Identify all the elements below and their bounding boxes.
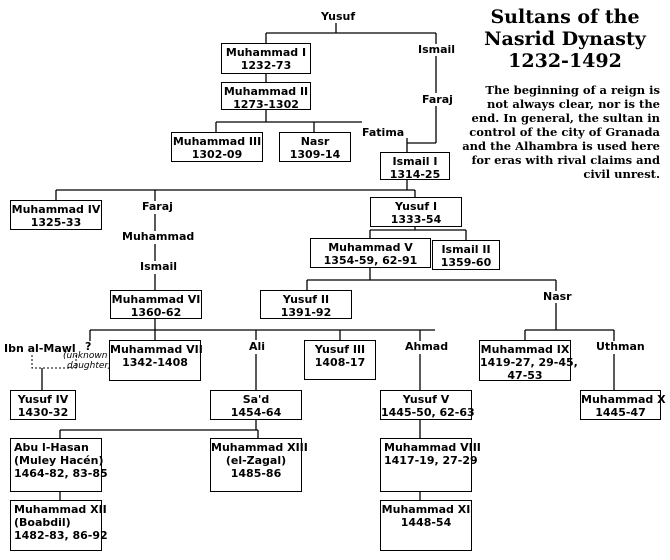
sultan-reign: 1333-54 (390, 213, 442, 226)
sultan-name: Muhammad IX (480, 343, 570, 356)
sultan-reign: 1391-92 (280, 306, 332, 319)
sultan-reign: 1485-86 (230, 467, 282, 480)
sultan-yusuf-i: Yusuf I 1333-54 (370, 197, 462, 227)
sultan-name: Muhammad XI (381, 503, 471, 516)
title-line-2: Nasrid Dynasty (484, 28, 646, 50)
label-unknown: (unknown (63, 351, 108, 361)
sultan-name: Muhammad VIII (384, 441, 481, 454)
sultan-name: Yusuf I (394, 200, 438, 213)
sultan-muhammad-iv: Muhammad IV 1325-33 (10, 200, 102, 230)
label-daughter: daughter) (67, 361, 112, 371)
label-uthman: Uthman (595, 340, 646, 353)
sultan-muhammad-ix: Muhammad IX 1419-27, 29-45, 47-53 (479, 340, 578, 382)
sultan-reign: 1445-47 (595, 406, 646, 419)
sultan-reign: 1273-1302 (233, 98, 299, 111)
label-ahmad: Ahmad (404, 340, 450, 353)
sultan-name: Muhammad VI (111, 293, 201, 306)
sultan-nasr: Nasr 1309-14 (279, 132, 351, 162)
sultan-reign: 1342-1408 (122, 356, 188, 369)
sultan-name: Muhammad VII (110, 343, 203, 356)
sultan-name: Muhammad III (172, 135, 262, 148)
sultan-sad: Sa'd 1454-64 (210, 390, 302, 420)
sultan-epithet: (Boabdil) (14, 516, 71, 529)
sultan-muhammad-i: Muhammad I 1232-73 (221, 43, 311, 74)
diagram-note: The beginning of a reign is not always c… (462, 83, 660, 181)
sultan-reign: 1359-60 (440, 256, 492, 269)
sultan-name: Muhammad II (223, 85, 309, 98)
label-ibn-al-mawl: Ibn al-Mawl (3, 342, 77, 355)
sultan-yusuf-v: Yusuf V 1445-50, 62-63 (380, 390, 475, 420)
sultan-reign: 1464-82, 83-85 (14, 467, 108, 480)
title-line-1: Sultans of the (490, 6, 640, 28)
sultan-name: Muhammad I (225, 46, 307, 59)
sultan-reign: 1325-33 (30, 216, 82, 229)
sultan-name: Yusuf II (282, 293, 330, 306)
sultan-name: Muhammad V (328, 241, 413, 254)
title-line-3: 1232-1492 (508, 50, 622, 72)
sultan-ismail-i: Ismail I 1314-25 (380, 152, 450, 181)
sultan-epithet: (Muley Hacén) (14, 454, 104, 467)
sultan-epithet: (el-Zagal) (225, 454, 287, 467)
sultan-abu-l-hasan: Abu l-Hasan (Muley Hacén) 1464-82, 83-85 (10, 438, 108, 492)
sultan-muhammad-xii: Muhammad XII (Boabdil) 1482-83, 86-92 (10, 500, 108, 551)
sultan-name: Muhammad IV (11, 203, 101, 216)
sultan-reign: 1419-27, 29-45, (480, 356, 578, 369)
label-muhammad: Muhammad (121, 230, 196, 243)
sultan-muhammad-iii: Muhammad III 1302-09 (171, 132, 263, 162)
sultan-muhammad-ii: Muhammad II 1273-1302 (221, 82, 311, 111)
sultan-reign-cont: 47-53 (507, 369, 543, 382)
sultan-yusuf-iii: Yusuf III 1408-17 (304, 340, 376, 380)
sultan-name: Abu l-Hasan (14, 441, 89, 454)
sultan-muhammad-x: Muhammad X 1445-47 (580, 390, 666, 420)
sultan-reign: 1417-19, 27-29 (384, 454, 478, 467)
sultan-ismail-ii: Ismail II 1359-60 (432, 240, 500, 270)
sultan-name: Nasr (300, 135, 330, 148)
sultan-reign: 1448-54 (400, 516, 452, 529)
sultan-reign: 1482-83, 86-92 (14, 529, 108, 542)
sultan-reign: 1354-59, 62-91 (323, 254, 418, 267)
label-faraj-top: Faraj (421, 93, 454, 106)
sultan-name: Muhammad X (581, 393, 666, 406)
sultan-reign: 1232-73 (240, 59, 292, 72)
sultan-name: Ismail II (441, 243, 491, 256)
sultan-muhammad-viii: Muhammad VIII 1417-19, 27-29 (380, 438, 481, 492)
sultan-yusuf-ii: Yusuf II 1391-92 (260, 290, 352, 319)
label-unknown-daughter-mark: ? (84, 340, 93, 353)
sultan-name: Yusuf V (402, 393, 450, 406)
sultan-name: Sa'd (242, 393, 270, 406)
sultan-reign: 1360-62 (130, 306, 182, 319)
label-faraj-mid: Faraj (141, 200, 174, 213)
label-ali: Ali (248, 340, 267, 353)
sultan-reign: 1314-25 (389, 168, 441, 181)
label-ismail-top: Ismail (417, 43, 457, 56)
sultan-reign: 1309-14 (289, 148, 341, 161)
sultan-name: Ismail I (392, 155, 438, 168)
sultan-name: Yusuf IV (17, 393, 69, 406)
sultan-muhammad-vii: Muhammad VII 1342-1408 (109, 340, 203, 381)
label-yusuf: Yusuf (320, 10, 357, 23)
sultan-reign: 1445-50, 62-63 (381, 406, 475, 419)
sultan-yusuf-iv: Yusuf IV 1430-32 (10, 390, 76, 420)
label-fatima: Fatima (361, 126, 406, 139)
sultan-reign: 1302-09 (191, 148, 243, 161)
sultan-reign: 1408-17 (314, 356, 366, 369)
sultan-name: Yusuf III (314, 343, 366, 356)
label-ismail-mid: Ismail (139, 260, 179, 273)
sultan-muhammad-xi: Muhammad XI 1448-54 (380, 500, 472, 551)
sultan-muhammad-vi: Muhammad VI 1360-62 (110, 290, 202, 319)
diagram-title: Sultans of the Nasrid Dynasty 1232-1492 (470, 6, 660, 72)
label-nasr: Nasr (542, 290, 573, 303)
sultan-name: Muhammad XII (14, 503, 107, 516)
sultan-reign: 1454-64 (230, 406, 282, 419)
sultan-muhammad-v: Muhammad V 1354-59, 62-91 (310, 238, 431, 268)
sultan-muhammad-xiii: Muhammad XIII (el-Zagal) 1485-86 (210, 438, 308, 492)
sultan-reign: 1430-32 (17, 406, 69, 419)
sultan-name: Muhammad XIII (211, 441, 308, 454)
